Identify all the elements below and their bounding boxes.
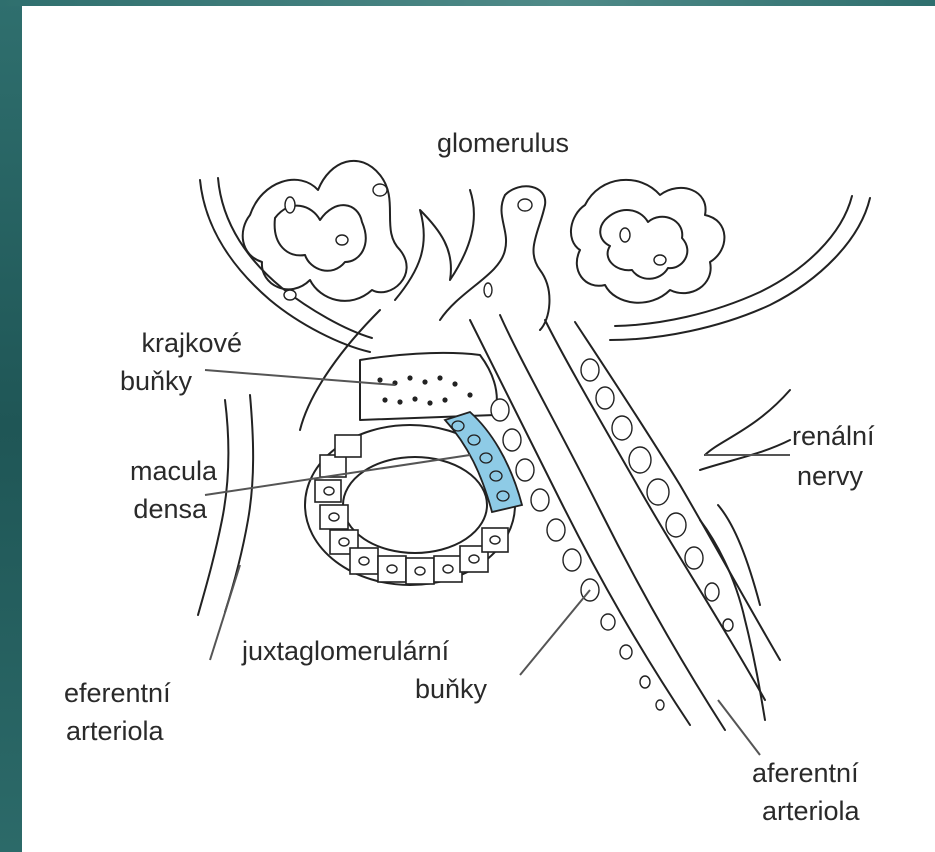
- capillary-loop-right: [571, 180, 724, 303]
- label-lacy-cells-line1: krajkové: [52, 328, 242, 359]
- label-lacy-cells-line2: buňky: [52, 366, 192, 397]
- capillary-central-a: [395, 190, 474, 300]
- label-afferent-line2: arteriola: [762, 796, 860, 827]
- label-juxtaglomerular-line1: juxtaglomerulární: [242, 636, 449, 667]
- lacy-cell-region: [360, 353, 497, 420]
- label-glomerulus: glomerulus: [437, 128, 569, 159]
- label-efferent-line1: eferentní: [64, 678, 171, 709]
- label-renal-line2: nervy: [797, 461, 863, 492]
- label-juxtaglomerular-line2: buňky: [415, 674, 487, 705]
- slide-accent-bar: [0, 0, 22, 852]
- afferent-arteriole-wall-4: [575, 322, 780, 660]
- afferent-wall-cells: [581, 359, 733, 631]
- label-efferent-line2: arteriola: [66, 716, 164, 747]
- capillary-loop-left-inner: [275, 205, 366, 271]
- label-macula-line1: macula: [52, 456, 217, 487]
- capillary-loop-left: [243, 161, 407, 301]
- label-renal-line1: renální: [792, 421, 875, 452]
- capillary-nuclei: [284, 184, 666, 300]
- afferent-arteriole-wall-2: [500, 315, 725, 730]
- capillary-central-b: [440, 186, 549, 330]
- bowman-capsule-right-inner: [615, 196, 852, 326]
- leader-juxtaglomerular: [520, 590, 590, 675]
- leader-efferent: [210, 565, 240, 660]
- leader-lacy-cells: [205, 370, 395, 385]
- label-macula-line2: densa: [52, 494, 207, 525]
- renal-nerve-fiber-3: [700, 520, 765, 720]
- afferent-arteriole-wall-1: [470, 320, 690, 725]
- diagram-canvas: glomerulus krajkové buňky macula densa r…: [22, 6, 935, 852]
- lacy-cell-nuclei: [377, 375, 472, 405]
- juxtaglomerular-cells: [491, 399, 664, 710]
- capillary-loop-right-inner: [600, 210, 687, 279]
- efferent-arteriole-wall-inner: [225, 395, 253, 612]
- afferent-arteriole-wall-3: [545, 320, 765, 700]
- label-afferent-line1: aferentní: [752, 758, 859, 789]
- bowman-capsule-right: [610, 198, 870, 340]
